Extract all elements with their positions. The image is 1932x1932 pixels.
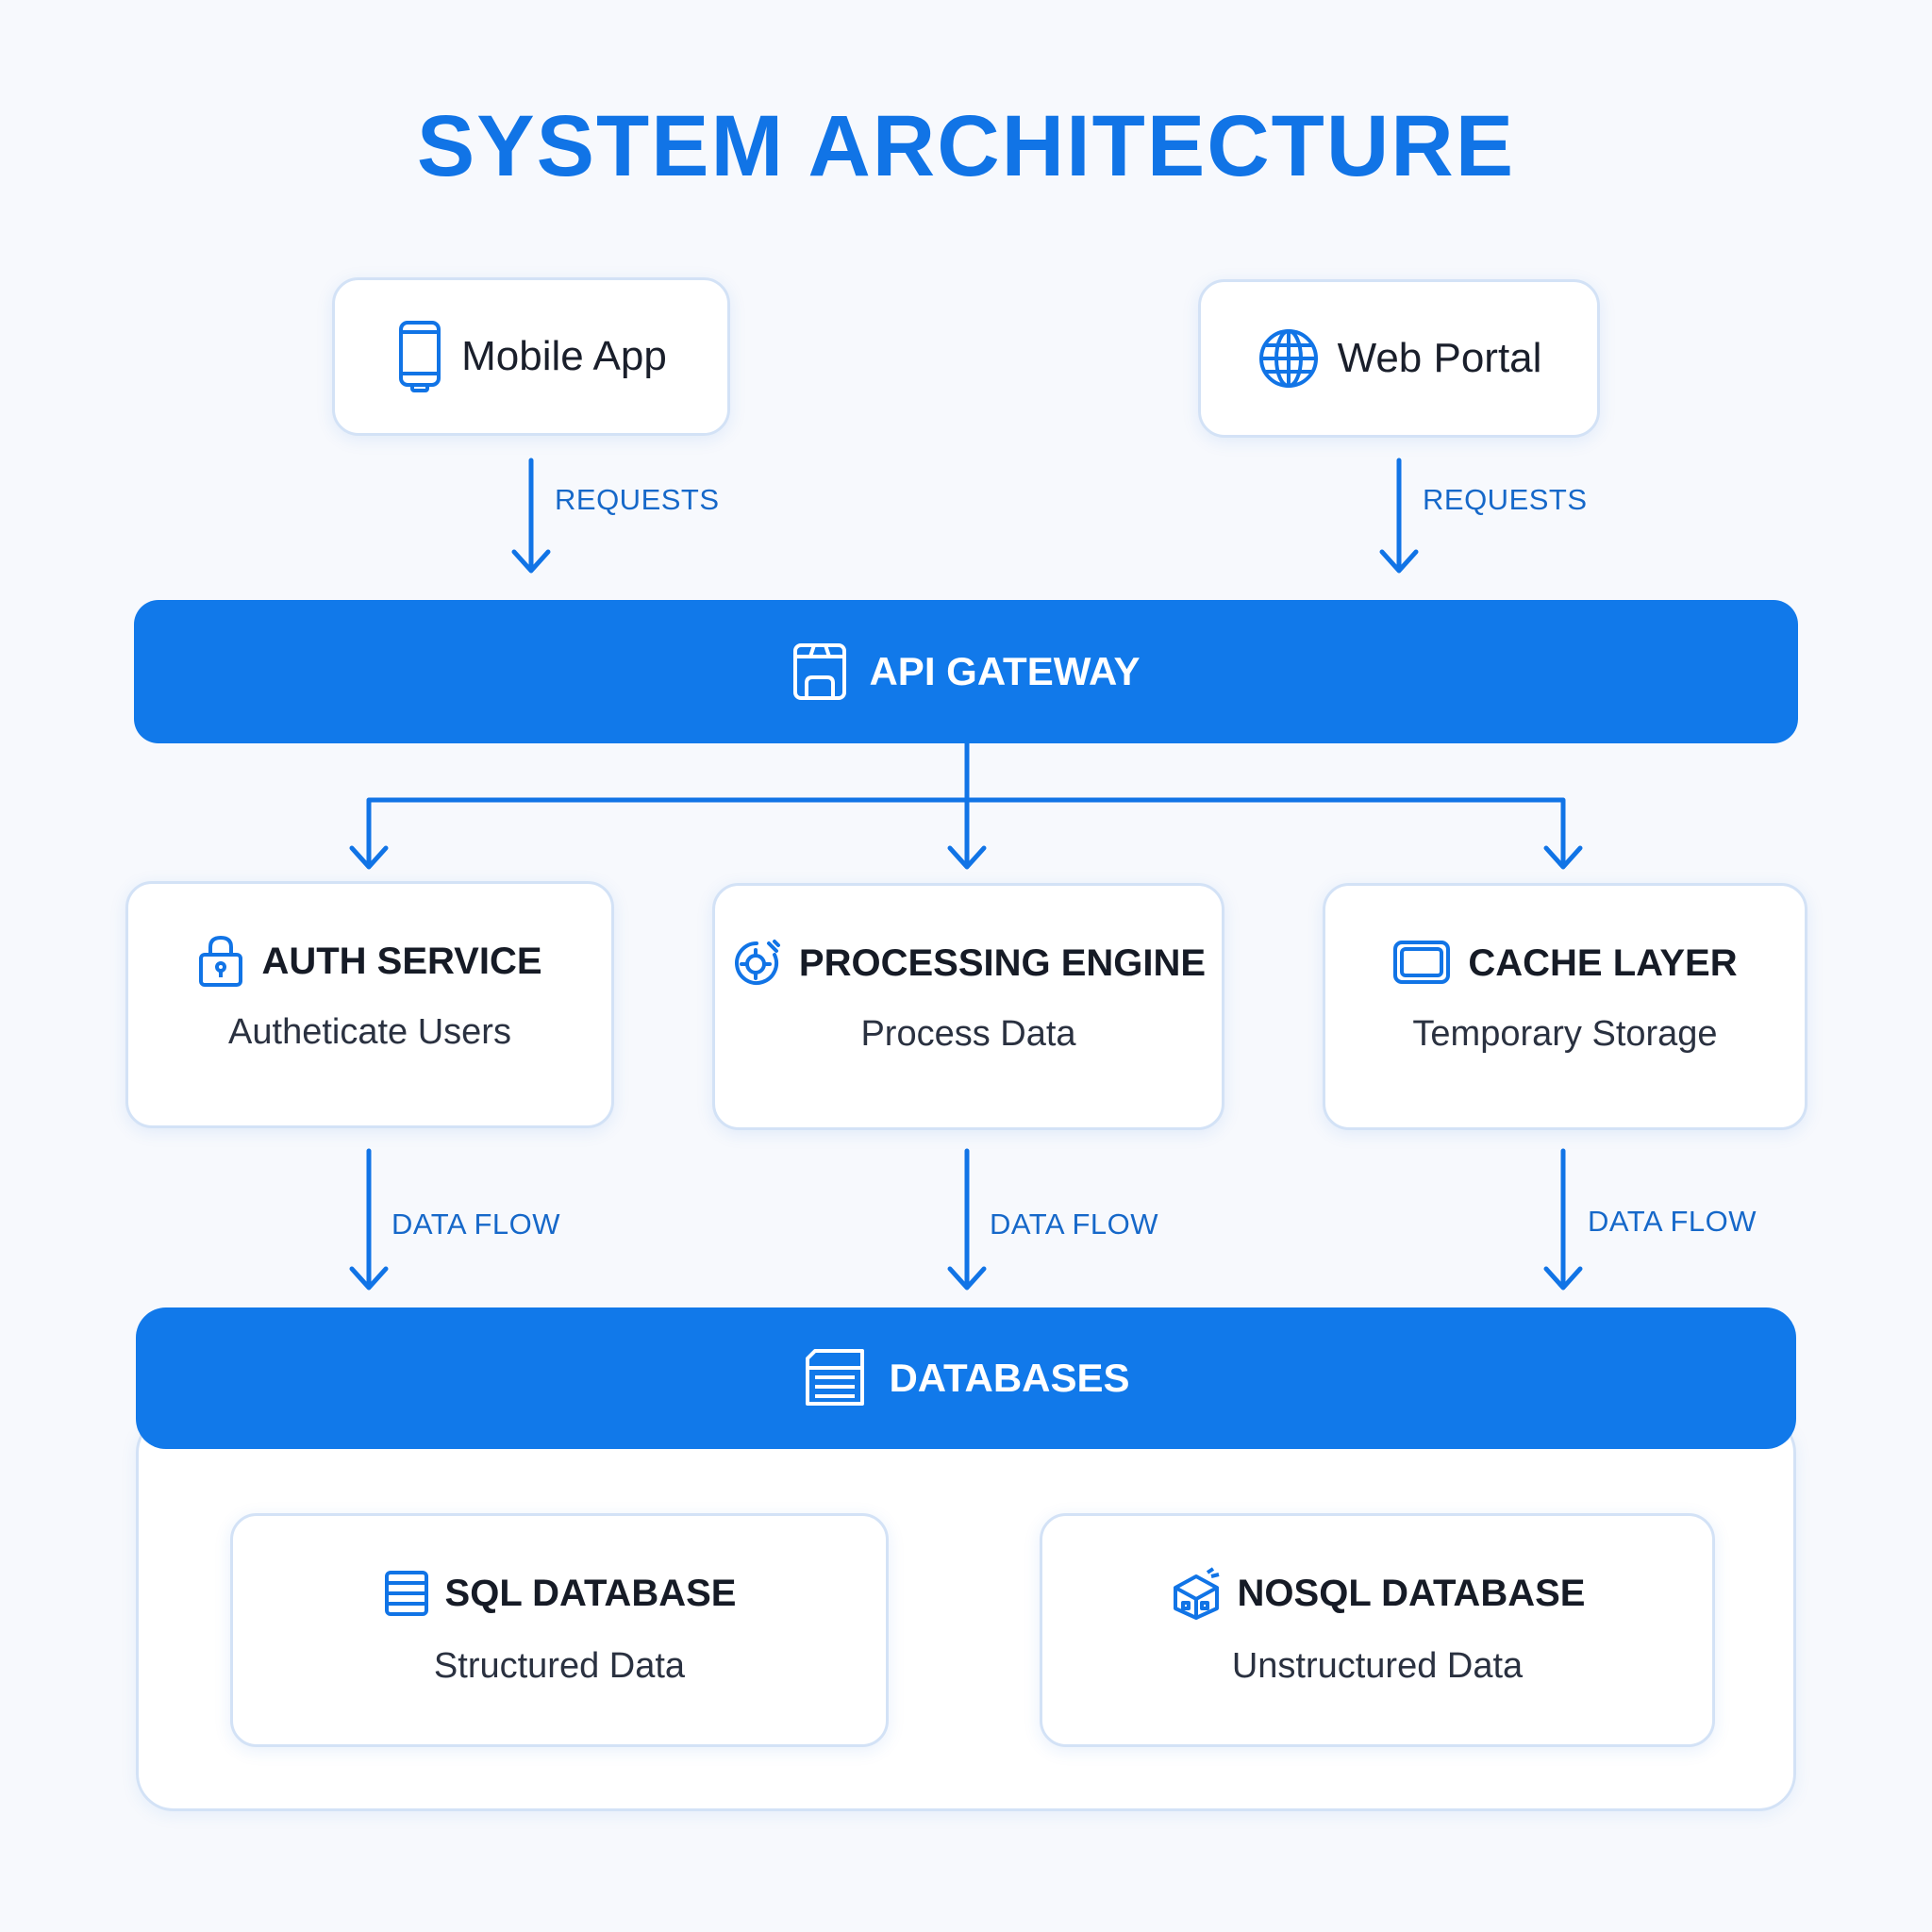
client-label-mobile-app: Mobile App (461, 333, 667, 379)
arrow-cache-to-db (1543, 1148, 1583, 1291)
service-title-cache: CACHE LAYER (1468, 941, 1738, 984)
arrow-gateway-trunk (947, 740, 987, 870)
arrow-gateway-branch (366, 797, 1566, 868)
database-subtitle-nosql: Unstructured Data (1231, 1646, 1524, 1686)
smartphone-icon (395, 319, 444, 394)
lock-icon (197, 934, 244, 989)
monitor-icon (1392, 939, 1451, 988)
data-flow-label-auth: DATA FLOW (391, 1208, 561, 1241)
api-gateway-bar[interactable]: API GATEWAY (134, 600, 1798, 743)
service-card-auth[interactable]: AUTH SERVICE Autheticate Users (125, 881, 614, 1128)
service-subtitle-auth: Autheticate Users (228, 1012, 511, 1052)
arrow-mobile-to-gateway (511, 458, 551, 574)
requests-label-web: REQUESTS (1423, 483, 1588, 516)
globe-icon (1257, 326, 1321, 391)
arrow-gateway-to-auth (349, 845, 389, 870)
service-card-processing[interactable]: PROCESSING ENGINE Process Data (712, 883, 1224, 1130)
client-card-web-portal[interactable]: Web Portal (1198, 279, 1600, 438)
client-label-web-portal: Web Portal (1337, 335, 1542, 381)
database-title-sql: SQL DATABASE (444, 1572, 737, 1614)
arrow-gateway-to-cache (1543, 845, 1583, 870)
database-subtitle-sql: Structured Data (433, 1646, 686, 1686)
requests-label-mobile: REQUESTS (555, 483, 720, 516)
service-subtitle-cache: Temporary Storage (1412, 1014, 1718, 1054)
gateway-icon (791, 641, 848, 702)
service-subtitle-processing: Process Data (860, 1014, 1076, 1054)
nosql-icon (1170, 1567, 1223, 1620)
service-title-auth: AUTH SERVICE (261, 940, 542, 982)
arrow-web-to-gateway (1379, 458, 1419, 574)
arrow-processing-to-db (947, 1148, 987, 1291)
arrow-auth-to-db (349, 1148, 389, 1291)
database-title-nosql: NOSQL DATABASE (1237, 1572, 1586, 1614)
data-flow-label-cache: DATA FLOW (1588, 1205, 1757, 1238)
sql-icon (383, 1569, 430, 1618)
database-card-nosql[interactable]: NOSQL DATABASE Unstructured Data (1040, 1513, 1715, 1747)
diagram-title: SYSTEM ARCHITECTURE (416, 98, 1516, 194)
service-title-processing: PROCESSING ENGINE (798, 941, 1207, 984)
databases-bar[interactable]: DATABASES (136, 1307, 1796, 1449)
client-card-mobile-app[interactable]: Mobile App (332, 277, 730, 436)
gear-icon (731, 938, 782, 989)
databases-label: DATABASES (889, 1356, 1130, 1400)
service-card-cache[interactable]: CACHE LAYER Temporary Storage (1323, 883, 1807, 1130)
data-flow-label-processing: DATA FLOW (990, 1208, 1159, 1241)
database-icon (802, 1347, 868, 1409)
api-gateway-label: API GATEWAY (869, 649, 1141, 693)
database-card-sql[interactable]: SQL DATABASE Structured Data (230, 1513, 889, 1747)
